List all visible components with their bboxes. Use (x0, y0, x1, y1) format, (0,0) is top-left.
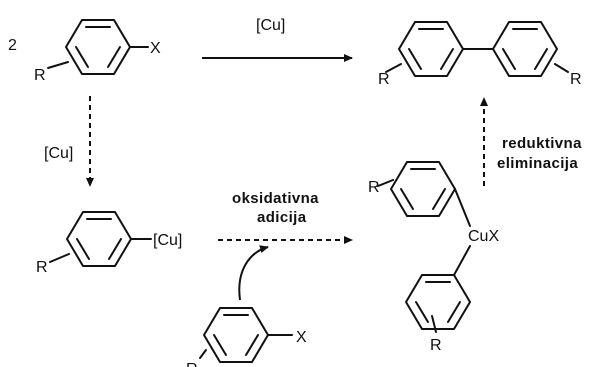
second-aryl-halide-ring (199, 307, 293, 363)
aryl-halide-ring (47, 19, 149, 75)
direct-catalyst-label: [Cu] (256, 17, 285, 34)
product-right-substituent: R (570, 71, 582, 88)
reductive-elimination-line-2: eliminacija (497, 155, 578, 172)
reactant-substituent: R (34, 67, 46, 84)
diaryl-copper-metal: CuX (468, 228, 499, 245)
reductive-elimination-line-1: reduktivna (502, 135, 582, 152)
oxidative-addition-line-1: oksidativna (232, 190, 319, 207)
diaryl-copper-bottom-ring (405, 245, 471, 333)
stoichiometric-coefficient: 2 (8, 37, 17, 54)
diaryl-copper-top-substituent: R (368, 179, 380, 196)
aryl-copper-metal: [Cu] (153, 232, 182, 249)
down-catalyst-label: [Cu] (44, 145, 73, 162)
aryl-copper-substituent: R (36, 259, 48, 276)
diaryl-copper-top-ring (377, 161, 471, 227)
biphenyl-right-ring (492, 21, 569, 77)
biphenyl-left-ring (385, 21, 464, 77)
aryl-copper-ring (49, 211, 152, 267)
oxidative-addition-line-2: adicija (257, 209, 307, 226)
diaryl-copper-bottom-substituent: R (430, 337, 442, 354)
reactant-leaving-group: X (150, 40, 161, 57)
second-reactant-leaving-group: X (296, 329, 307, 346)
second-reactant-entry-arrow (238, 245, 269, 301)
product-left-substituent: R (378, 71, 390, 88)
second-reactant-substituent: R (186, 361, 198, 367)
